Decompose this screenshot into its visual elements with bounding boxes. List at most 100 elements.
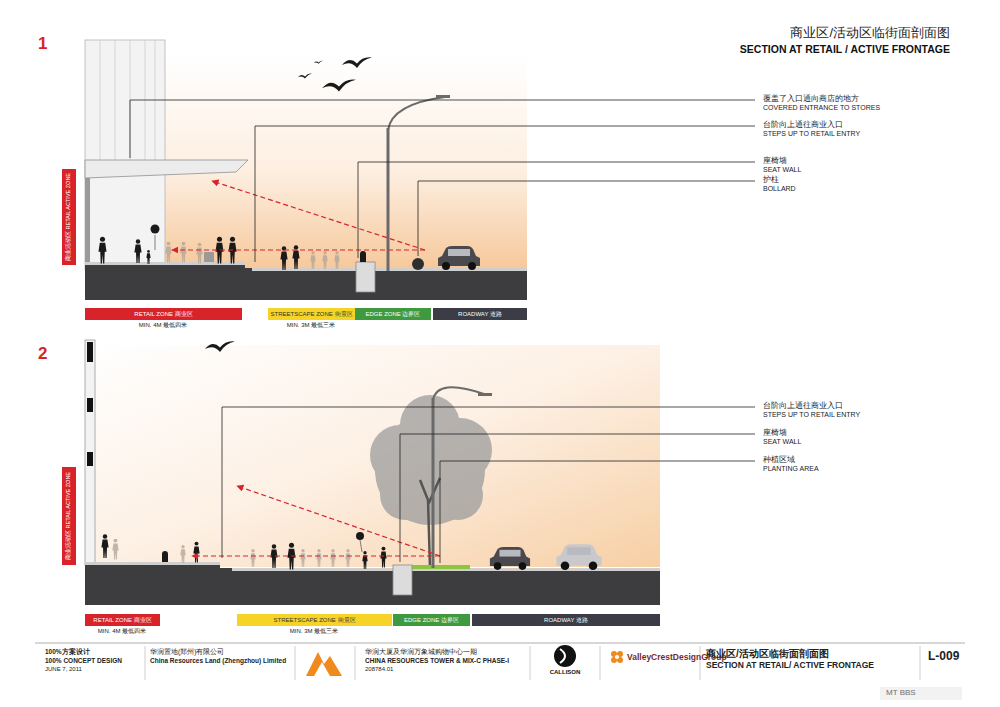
drawing-part <box>162 551 168 562</box>
drawing-part <box>360 251 366 262</box>
drawing-part <box>101 341 386 569</box>
client-name: 华润置地(郑州)有限公司 <box>150 648 224 655</box>
drawing-part <box>204 252 214 262</box>
drawing-part <box>330 549 335 567</box>
drawing-part <box>237 486 440 556</box>
drawing-part <box>298 74 312 79</box>
callout-text: BOLLARD <box>763 185 796 193</box>
drawing-title: 商业区/活动区临街面剖面图 <box>706 648 829 659</box>
drawing-part <box>316 549 321 567</box>
drawing-part <box>222 407 755 558</box>
dimension: MIN. 4M 最低四米 <box>139 322 187 329</box>
drawing-part <box>433 470 483 520</box>
drawing-part <box>165 242 171 263</box>
drawing-part <box>85 345 660 567</box>
drawing-part <box>358 162 755 258</box>
sheet-title: 商业区/活动区临街面剖面图 <box>790 26 950 40</box>
client-name: China Resources Land (Zhengzhou) Limited <box>150 657 286 664</box>
drawing-part <box>98 237 299 270</box>
drawing-part <box>342 57 372 68</box>
zone-bar: STREETSCAPE ZONE 街景区 <box>268 308 356 320</box>
drawing-part <box>155 235 156 250</box>
issue-date: JUNE 7, 2011 <box>45 666 82 673</box>
drawing-part <box>145 646 146 680</box>
section-2 <box>85 340 660 605</box>
callout-text: 覆盖了入口通向商店的地方 <box>763 95 859 103</box>
drawing-part <box>360 540 362 552</box>
callout-text: 台阶向上通往商业入口 <box>763 121 843 129</box>
drawing-part <box>255 126 755 262</box>
title-block <box>35 643 965 700</box>
drawing-part <box>35 643 965 644</box>
project-name: 华润大厦及华润万象城购物中心一期 <box>365 648 477 655</box>
drawing-part <box>412 565 470 569</box>
drawing-part <box>212 181 425 250</box>
zone-name: STREETSCAPE ZONE 街景区 <box>270 311 352 317</box>
drawing-part <box>393 565 412 595</box>
firm-name: CALLISON <box>550 669 581 676</box>
drawing-part <box>560 649 565 663</box>
callout-text: 种植区域 <box>763 456 795 464</box>
project-number: 208784.01 <box>365 666 393 673</box>
zone-tag: 商业活动区 RETAIL ACTIVE ZONE <box>62 169 76 265</box>
drawing-part <box>192 486 440 556</box>
drawing-part <box>85 40 165 270</box>
drawing-part <box>355 646 356 680</box>
drawing-part <box>98 237 106 264</box>
drawing-part <box>478 393 492 396</box>
drawing-part <box>85 160 248 178</box>
drawing-part <box>180 545 185 563</box>
drawing-part <box>400 434 755 562</box>
zone-name: EDGE ZONE 边界区 <box>404 617 459 623</box>
drawing-part <box>87 398 93 412</box>
drawing-part <box>87 342 93 362</box>
drawing-part <box>615 655 619 659</box>
watermark-ground <box>880 687 962 700</box>
drawing-part <box>380 547 386 568</box>
drawing-part <box>292 245 299 269</box>
callout-text: 台阶向上通往商业入口 <box>763 402 843 410</box>
zone-name: RETAIL ZONE 商业区 <box>93 617 151 623</box>
zone-name: ROADWAY 道路 <box>458 311 502 317</box>
sheet-subtitle: SECTION AT RETAIL / ACTIVE FRONTAGE <box>740 44 950 56</box>
drawing-part <box>250 549 255 567</box>
drawing-part <box>388 97 445 130</box>
drawing-part <box>556 544 601 570</box>
drawing-part <box>436 95 450 98</box>
zone-name: EDGE ZONE 边界区 <box>365 311 420 317</box>
callison-logo <box>554 645 576 667</box>
drawing-part <box>356 532 364 540</box>
drawing-part <box>345 549 350 567</box>
zone-bar: RETAIL ZONE 商业区 <box>85 308 242 320</box>
drawing-part <box>172 249 425 250</box>
dimension: MIN. 4M 最低四米 <box>98 628 146 635</box>
drawing-part <box>130 100 755 158</box>
zone-bar: RETAIL ZONE 商业区 <box>85 614 160 626</box>
drawing-part <box>196 243 202 264</box>
zone-name: 商业活动区 RETAIL ACTIVE ZONE <box>66 472 72 560</box>
drawing-part <box>193 542 199 563</box>
drawing-part <box>920 646 921 680</box>
zone-tag: 商业活动区 RETAIL ACTIVE ZONE <box>62 467 76 565</box>
callout-text: PLANTING AREA <box>763 465 819 473</box>
drawing-part <box>433 387 484 400</box>
drawing-part <box>145 646 920 680</box>
drawing-part <box>700 646 701 680</box>
zone-bar: ROADWAY 道路 <box>433 308 527 320</box>
dimension: MIN. 3M 最低三米 <box>287 322 335 329</box>
drawing-part <box>306 652 342 676</box>
drawing-part <box>322 251 327 269</box>
drawing-part <box>530 646 531 680</box>
zone-name: STREETSCAPE ZONE 街景区 <box>273 617 355 623</box>
drawing-part <box>314 662 330 676</box>
issue-note: 100% CONCEPT DESIGN <box>45 657 122 664</box>
drawing-part <box>112 539 118 560</box>
drawing-part <box>112 539 350 567</box>
drawing-part <box>87 452 93 466</box>
callout-text: COVERED ENTRANCE TO STORES <box>763 104 880 112</box>
drawing-part <box>362 551 367 569</box>
drawing-part <box>85 562 220 565</box>
project-name: CHINA RESOURCES TOWER & MIX-C PHASE-I <box>365 657 509 664</box>
drawing-part <box>412 258 424 270</box>
drawing-part <box>438 246 480 270</box>
